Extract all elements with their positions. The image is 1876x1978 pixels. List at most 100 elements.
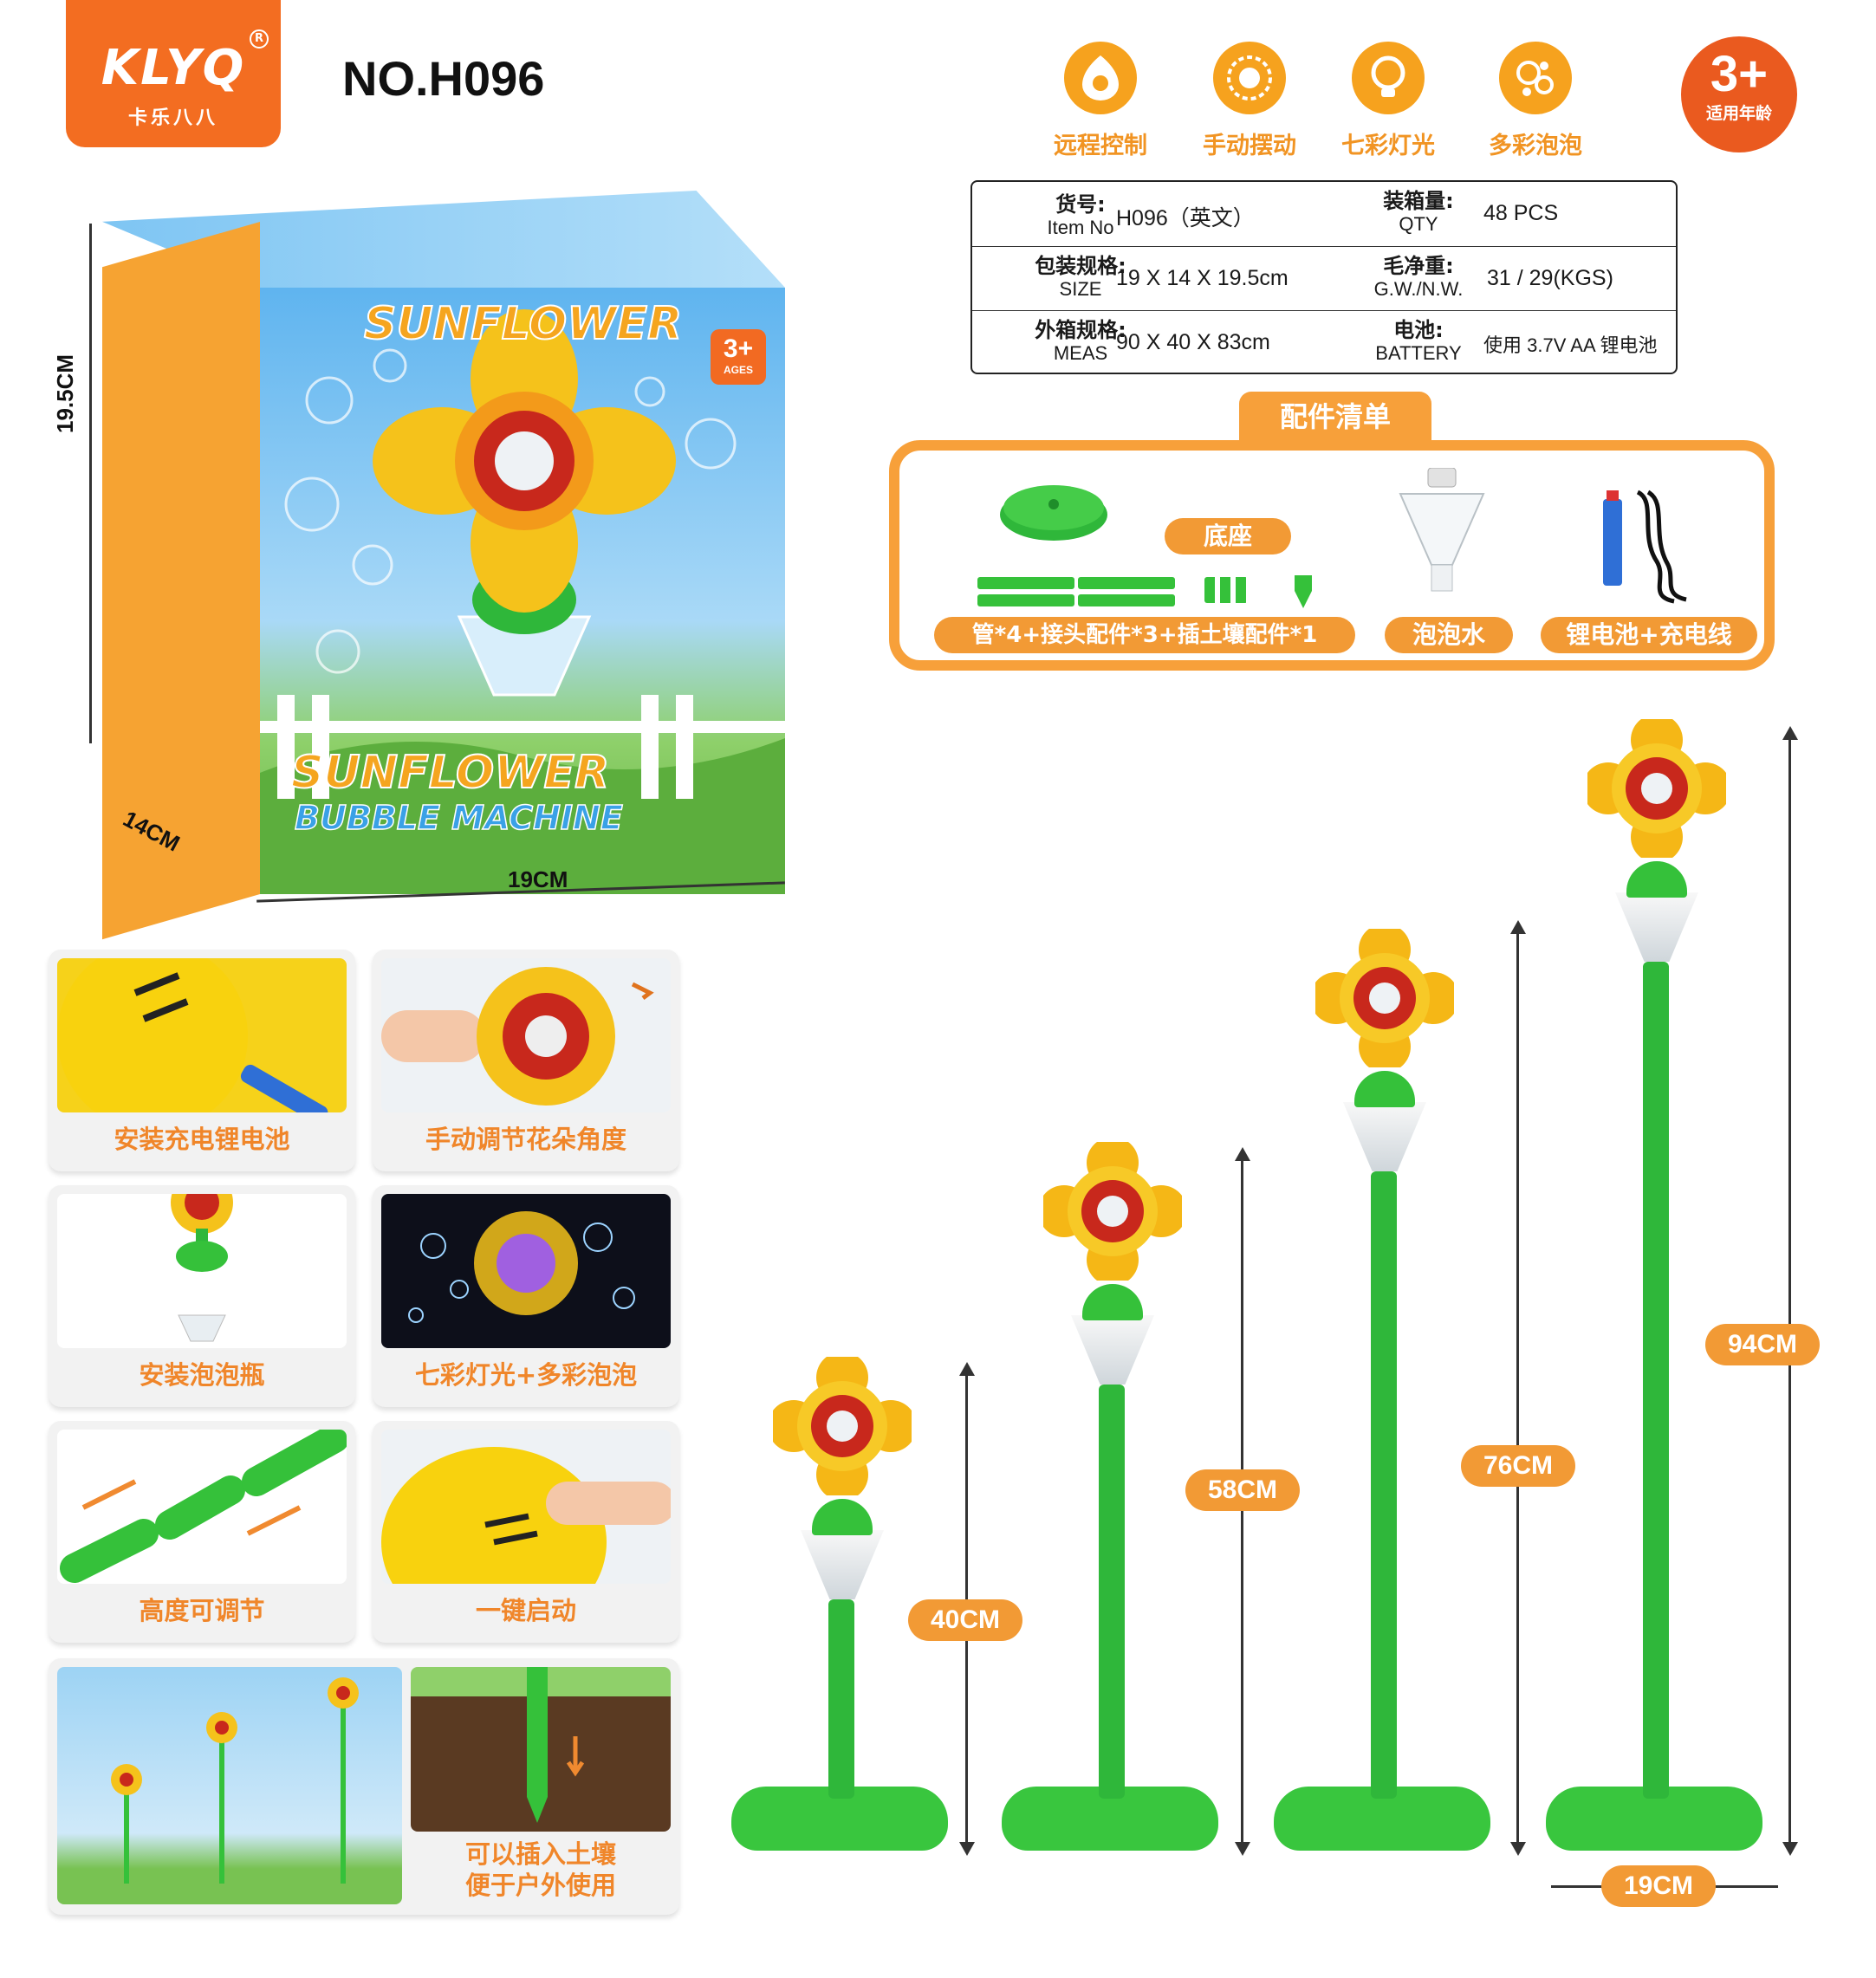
- age-badge: 3+ 适用年龄: [1681, 36, 1797, 152]
- tile-install-battery: 安装充电锂电池: [49, 950, 355, 1171]
- spec-label: 包装规格:SIZE: [1035, 254, 1126, 300]
- model-number: NO.H096: [342, 51, 545, 106]
- plant-dome: [812, 1499, 873, 1535]
- box-width-label: 19CM: [508, 866, 568, 892]
- adjust-angle-image: [381, 958, 671, 1112]
- remote-control-icon: [1064, 42, 1137, 114]
- feature-remote-control: 远程控制: [1022, 42, 1178, 160]
- feature-label: 手动摆动: [1203, 133, 1296, 159]
- tile-adjustable-height: 高度可调节: [49, 1421, 355, 1643]
- accessories-box: 底座 管*4+接头配件*3+插土壤配件*1 泡泡水 锂电池+充电线: [889, 440, 1775, 671]
- base-part-icon: [1000, 485, 1107, 541]
- plant-stem: [1643, 962, 1669, 1799]
- tubes-label: 管*4+接头配件*3+插土壤配件*1: [934, 617, 1355, 653]
- lights-bubbles-image: [381, 1194, 671, 1348]
- sunflower-icon: [1587, 719, 1726, 858]
- age-label: 适用年龄: [1705, 104, 1772, 123]
- feature-bubbles: 多彩泡泡: [1457, 42, 1613, 160]
- arrow-up-icon: [959, 1362, 975, 1376]
- box-art: [260, 309, 785, 894]
- registered-mark: R: [250, 29, 269, 49]
- tube-part: [977, 594, 1074, 606]
- bubble-cup: [1343, 1102, 1426, 1171]
- tile-caption: 一键启动: [475, 1596, 576, 1625]
- spec-label: 外箱规格:MEAS: [1035, 318, 1126, 364]
- tile-outdoor-use: 可以插入土壤 便于户外使用: [49, 1658, 679, 1915]
- box-age-badge: 3+ AGES: [711, 329, 766, 385]
- soil-spike-icon: [1295, 575, 1312, 608]
- feature-label: 多彩泡泡: [1489, 133, 1582, 159]
- arrow-down-icon: [1235, 1842, 1250, 1856]
- spec-row: 货号:Item No H096（英文） 装箱量:QTY 48 PCS: [972, 182, 1676, 246]
- accessories-title: 配件清单: [1239, 392, 1431, 440]
- plant-stem: [828, 1599, 854, 1799]
- arrow-down-icon: [1510, 1842, 1526, 1856]
- tile-caption: 安装充电锂电池: [114, 1125, 290, 1154]
- tile-caption: 七彩灯光+多彩泡泡: [414, 1360, 638, 1390]
- plant-stem: [1099, 1385, 1125, 1799]
- bubbles-icon: [1499, 42, 1572, 114]
- spec-value: 19 X 14 X 19.5cm: [1116, 266, 1289, 290]
- height-label-40: 40CM: [908, 1599, 1022, 1641]
- tile-caption: 手动调节花朵角度: [425, 1125, 626, 1154]
- feature-label: 七彩灯光: [1341, 133, 1435, 159]
- height-label-58: 58CM: [1185, 1469, 1300, 1511]
- plant-stem: [1371, 1171, 1397, 1799]
- box-top-title: SUNFLOWER: [363, 297, 683, 351]
- logo-text: KLYQ: [101, 40, 246, 96]
- spec-value: H096（英文）: [1116, 206, 1255, 230]
- light-bulb-icon: [1352, 42, 1425, 114]
- adjustable-height-image: [57, 1430, 347, 1584]
- box-title-line2: BUBBLE MACHINE: [294, 798, 623, 838]
- feature-lights: 七彩灯光: [1310, 42, 1466, 160]
- outdoor-caption: 可以插入土壤 便于户外使用: [464, 1839, 616, 1900]
- box-height-line: [89, 224, 92, 743]
- spec-row: 包装规格:SIZE 19 X 14 X 19.5cm 毛净重:G.W./N.W.…: [972, 246, 1676, 310]
- connector-parts: [1204, 577, 1248, 603]
- tile-caption: 高度可调节: [139, 1596, 265, 1625]
- manual-swing-icon: [1213, 42, 1286, 114]
- battery-cable-icon: [1603, 490, 1687, 604]
- spec-label: 货号:Item No: [1047, 192, 1114, 238]
- bubble-cup: [801, 1530, 884, 1599]
- base-width-label: 19CM: [1601, 1865, 1716, 1907]
- brand-logo: KLYQ 卡乐八八 R: [66, 0, 281, 147]
- tile-install-bottle: 安装泡泡瓶: [49, 1185, 355, 1407]
- bubble-cup: [1071, 1315, 1154, 1385]
- sunflower-icon: [1315, 929, 1454, 1067]
- tile-lights-bubbles: 七彩灯光+多彩泡泡: [373, 1185, 679, 1407]
- tile-caption: 安装泡泡瓶: [139, 1360, 265, 1390]
- spec-row: 外箱规格:MEAS 90 X 40 X 83cm 电池:BATTERY 使用 3…: [972, 310, 1676, 374]
- feature-manual-swing: 手动摆动: [1172, 42, 1327, 160]
- spec-value: 90 X 40 X 83cm: [1116, 330, 1270, 354]
- spec-value: 使用 3.7V AA 锂电池: [1483, 334, 1658, 356]
- soil-image: [411, 1667, 671, 1832]
- plant-dome: [1626, 861, 1687, 898]
- bubble-cup: [1615, 892, 1698, 962]
- box-title-line1: SUNFLOWER: [290, 746, 610, 800]
- spec-label: 毛净重:G.W./N.W.: [1373, 254, 1464, 300]
- plant-dome: [1354, 1071, 1415, 1107]
- logo-subtext: 卡乐八八: [127, 107, 218, 129]
- install-bottle-image: [57, 1194, 347, 1348]
- arrow-up-icon: [1782, 726, 1798, 740]
- tile-adjust-angle: 手动调节花朵角度: [373, 950, 679, 1171]
- one-key-start-image: [381, 1430, 671, 1584]
- arrow-down-icon: [1782, 1842, 1798, 1856]
- age-value: 3+: [1710, 46, 1769, 102]
- sunflower-icon: [773, 1357, 912, 1495]
- spec-value: 48 PCS: [1483, 201, 1559, 225]
- product-box-image: 3+ AGES SUNFLOWER BUBBLE MACHINE SUNFLOW…: [260, 288, 785, 894]
- tube-part: [1078, 594, 1175, 606]
- battery-label: 锂电池+充电线: [1541, 617, 1757, 653]
- tube-part: [1078, 577, 1175, 589]
- bubble-bottle-icon: [1399, 468, 1485, 592]
- spec-value: 31 / 29(KGS): [1487, 266, 1613, 290]
- plant-dome: [1082, 1284, 1143, 1320]
- bubble-water-label: 泡泡水: [1385, 617, 1513, 653]
- sunflower-icon: [1043, 1142, 1182, 1281]
- feature-label: 远程控制: [1054, 133, 1147, 159]
- base-label: 底座: [1165, 518, 1291, 554]
- arrow-up-icon: [1510, 920, 1526, 934]
